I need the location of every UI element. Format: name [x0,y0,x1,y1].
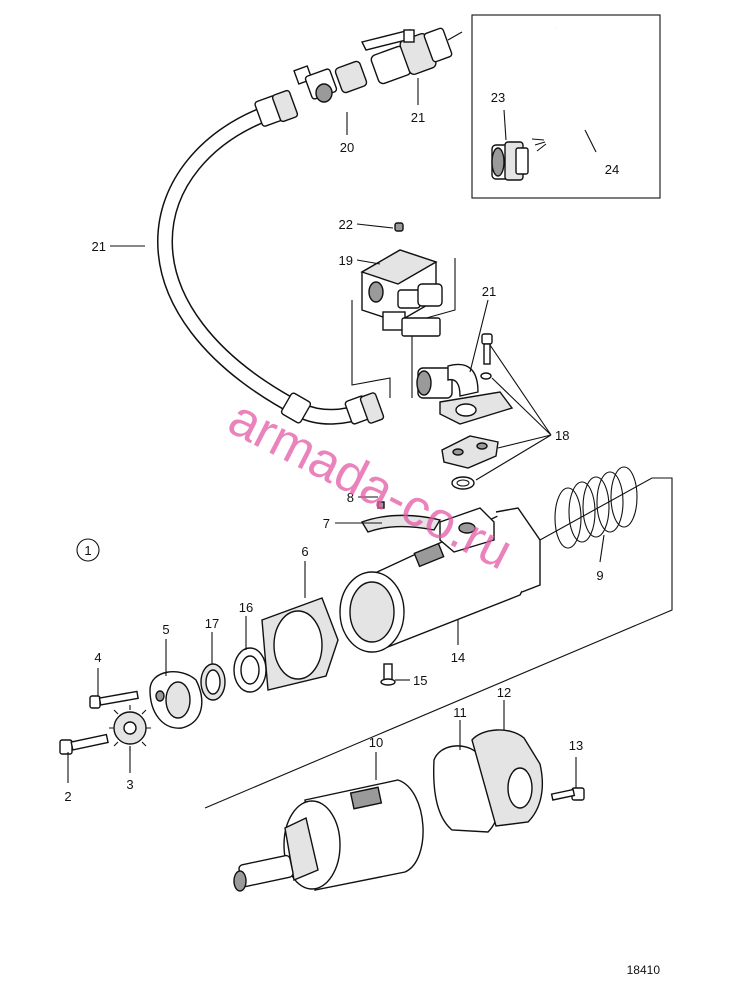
screw-13 [550,787,585,801]
label-7: 7 [323,516,330,531]
label-15: 15 [413,673,427,688]
label-11: 11 [453,705,467,720]
o-ring-17 [200,663,226,701]
gasket-6 [261,597,339,691]
label-22: 22 [339,217,353,232]
spring-9 [554,466,638,549]
label-2: 2 [64,789,71,804]
label-14: 14 [451,650,465,665]
bolt-2 [59,733,109,755]
cable-gland-23 [491,141,529,181]
seal-ring-16 [233,647,267,693]
motor-10 [233,779,424,892]
inset-box [471,14,661,199]
reference-number: 18410 [627,963,661,977]
hose-21 [157,89,385,425]
label-9: 9 [596,568,603,583]
housing-14 [204,477,673,809]
gear-3 [109,705,151,751]
label-19: 19 [339,253,353,268]
leader-lines [67,78,605,788]
label-24: 24 [605,162,619,177]
label-13: 13 [569,738,583,753]
union-20 [293,60,368,103]
label-23: 23 [491,90,505,105]
label-4: 4 [94,650,101,665]
label-3: 3 [126,777,133,792]
label-10: 10 [369,735,383,750]
callout-circle [76,538,100,562]
label-5: 5 [162,622,169,637]
label-8: 8 [347,490,354,505]
label-21-hose: 21 [92,239,106,254]
label-17: 17 [205,616,219,631]
elbow-fitting-21 [416,363,514,425]
label-16: 16 [239,600,253,615]
cover-12 [471,729,543,827]
label-1: 1 [84,543,91,558]
valve-21 [360,27,463,85]
label-6: 6 [301,544,308,559]
flange-5 [149,671,203,729]
bolt-4 [89,690,139,709]
label-12: 12 [497,685,511,700]
bolts-18 [441,333,499,490]
valve-block-19 [351,222,456,398]
label-21-elbow: 21 [482,284,496,299]
label-20: 20 [340,140,354,155]
label-18: 18 [555,428,569,443]
label-21-valve: 21 [411,110,425,125]
